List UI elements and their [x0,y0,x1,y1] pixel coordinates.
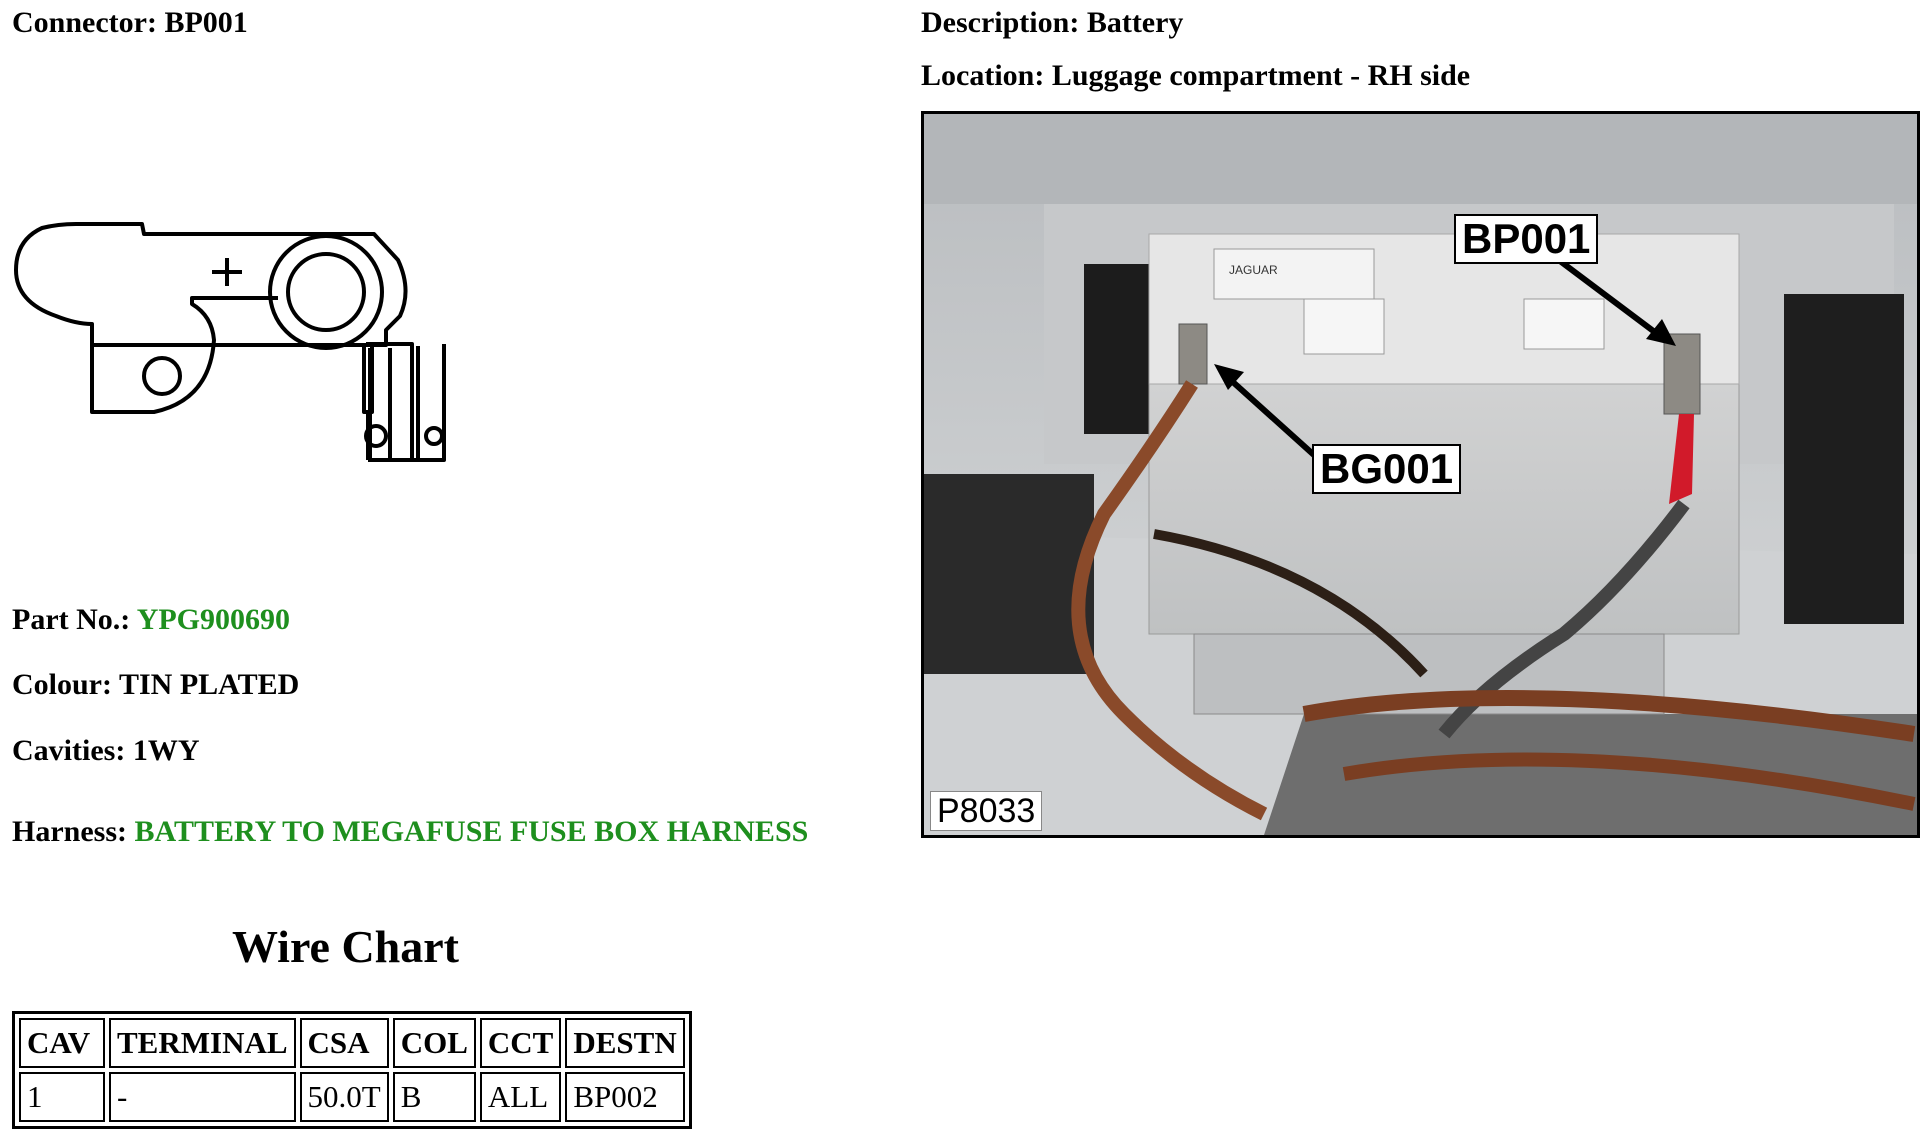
cell-cav: 1 [19,1072,105,1123]
location-value: Luggage compartment - RH side [1051,59,1471,92]
connector-terminal-diagram [14,222,446,462]
cavities-field: Cavities: 1WY [12,736,199,766]
callout-bg001: BG001 [1312,444,1462,494]
wire-chart-title: Wire Chart [232,921,459,972]
cell-cct: ALL [479,1072,562,1123]
part-no-label: Part No.: [12,603,131,636]
cell-terminal: - [109,1072,296,1123]
column-header-cav: CAV [19,1018,105,1069]
connector-value: BP001 [164,6,248,39]
description-label: Description: [921,6,1080,39]
description-field: Description: Battery [921,8,1183,38]
part-no-value[interactable]: YPG900690 [136,603,291,636]
table-row: 1 - 50.0T B ALL BP002 [19,1072,685,1123]
plus-symbol-icon [212,258,242,286]
connector-label: Connector: [12,6,157,39]
harness-field: Harness: BATTERY TO MEGAFUSE FUSE BOX HA… [12,817,808,847]
cell-destn[interactable]: BP002 [565,1072,685,1123]
photo-illustration: JAGUAR [924,114,1917,835]
wire-chart-table: CAV TERMINAL CSA COL CCT DESTN 1 - 50.0T… [12,1011,692,1130]
description-value: Battery [1086,6,1184,39]
connector-field: Connector: BP001 [12,8,248,38]
photo-reference: P8033 [930,791,1043,831]
callout-bp001: BP001 [1454,214,1599,264]
harness-value[interactable]: BATTERY TO MEGAFUSE FUSE BOX HARNESS [134,815,809,848]
colour-field: Colour: TIN PLATED [12,670,299,700]
cavities-value: 1WY [132,734,200,767]
part-no-field: Part No.: YPG900690 [12,605,290,635]
column-header-cct: CCT [479,1018,562,1069]
column-header-csa: CSA [299,1018,389,1069]
location-label: Location: [921,59,1045,92]
table-header-row: CAV TERMINAL CSA COL CCT DESTN [19,1018,685,1069]
column-header-destn: DESTN [565,1018,685,1069]
column-header-terminal: TERMINAL [109,1018,296,1069]
column-header-col: COL [392,1018,476,1069]
cell-col: B [392,1072,476,1123]
colour-label: Colour: [12,668,112,701]
harness-label: Harness: [12,815,127,848]
battery-brand-text: JAGUAR [1229,263,1278,277]
cell-csa: 50.0T [299,1072,389,1123]
cavities-label: Cavities: [12,734,126,767]
colour-value: TIN PLATED [118,668,300,701]
location-field: Location: Luggage compartment - RH side [921,61,1470,91]
battery-location-photo: JAGUAR BP001 BG001 P8033 [921,111,1920,838]
